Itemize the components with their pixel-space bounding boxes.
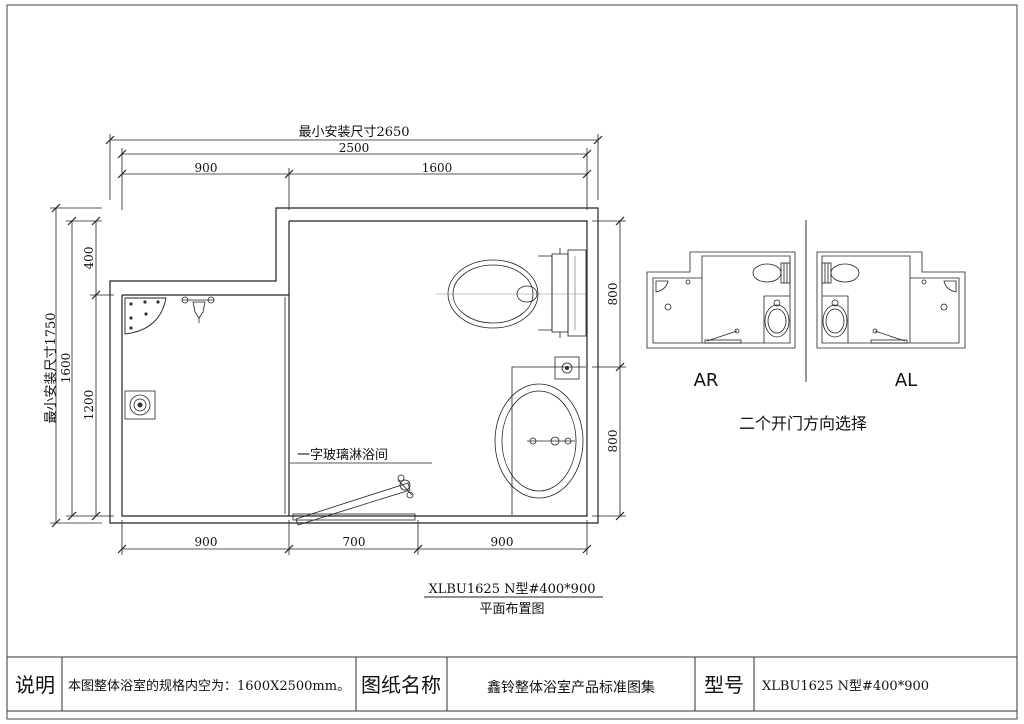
option-ar-label: AR [694,370,719,391]
dim-top-left: 900 [195,161,218,175]
plan-title-code: XLBU1625 N型#400*900 [428,582,595,597]
shelf-dots [129,300,160,330]
option-al-label: AL [895,370,917,391]
door-option-al [816,251,966,349]
shower-mixer-icon [181,296,215,323]
dim-top-right: 1600 [422,161,453,175]
toilet-icon [436,248,587,338]
title-block [6,656,1018,712]
left-dimensions [50,203,114,528]
dim-min-install-width: 最小安装尺寸2650 [298,125,409,140]
drawing-name: 鑫铃整体浴室产品标准图集 [487,679,655,696]
plan-title-name: 平面布置图 [479,602,544,617]
drawing-name-label: 图纸名称 [361,673,441,697]
wall-fixture-icon [554,356,580,380]
wash-basin-icon [494,366,586,515]
dim-min-install-height: 最小安装尺寸1750 [44,312,59,423]
floor-drain-icon [124,390,156,420]
dim-bottom-right: 900 [491,535,514,549]
note-text: 本图整体浴室的规格内空为：1600X2500mm。 [68,678,350,694]
dim-bottom-middle: 700 [343,535,366,549]
dim-left-bottom: 1200 [82,390,96,421]
corner-shelf [124,297,167,335]
glass-door-icon [292,474,416,526]
floor-plan: 一字玻璃淋浴间 最小安装尺寸2650 2500 900 1600 [44,125,626,617]
options-caption: 二个开门方向选择 [739,414,867,433]
sheet-border [6,4,1018,720]
dim-left-top: 400 [82,247,96,270]
inner-wall [121,220,588,517]
shower-label: 一字玻璃淋浴间 [297,448,388,463]
outer-wall [109,207,599,524]
door-option-ar [646,251,796,349]
model-value: XLBU1625 N型#400*900 [762,679,929,694]
dim-right-upper: 800 [606,283,620,306]
bottom-dimensions [117,520,592,555]
dim-total-width: 2500 [339,141,370,155]
top-dimensions [105,134,603,210]
right-dimensions [592,216,626,521]
dim-bottom-left: 900 [195,535,218,549]
model-label: 型号 [704,673,744,697]
dim-total-height: 1600 [59,353,73,384]
dim-right-lower: 800 [606,430,620,453]
note-label: 说明 [15,673,55,697]
